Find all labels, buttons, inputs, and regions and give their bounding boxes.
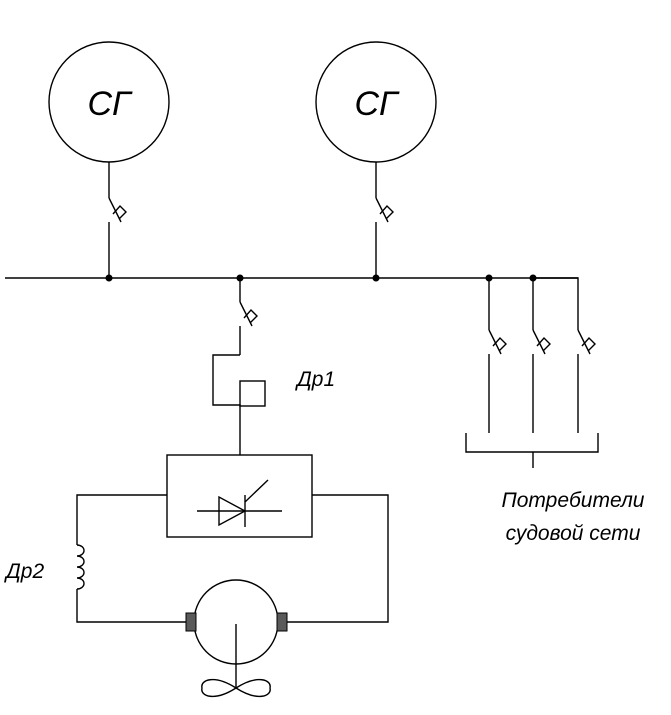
dc-motor bbox=[185, 579, 288, 697]
generator-1-breaker bbox=[108, 197, 127, 278]
consumers-bracket bbox=[465, 433, 599, 453]
choke-dr2-label: Др2 bbox=[4, 560, 44, 583]
thyristor-icon bbox=[218, 495, 247, 527]
generator-1: СГ bbox=[48, 41, 170, 278]
generator-2-label: СГ bbox=[354, 85, 400, 123]
choke-dr1-label: Др1 bbox=[295, 368, 335, 391]
inductor-coil-icon bbox=[76, 544, 85, 590]
thyristor-converter bbox=[166, 454, 313, 538]
consumer-feeders bbox=[465, 277, 599, 468]
choke-dr2: Др2 bbox=[4, 544, 85, 590]
generator-1-label: СГ bbox=[87, 85, 133, 123]
choke-dr1-symbol bbox=[239, 380, 266, 407]
motor-brush-right bbox=[276, 612, 288, 632]
generator-2-breaker bbox=[375, 197, 394, 278]
fan-propeller-icon bbox=[201, 679, 271, 697]
converter-block bbox=[166, 454, 313, 538]
motor-brush-left bbox=[185, 612, 197, 632]
choke-dr1: Др1 bbox=[212, 354, 335, 455]
consumers-label-line1: Потребители bbox=[501, 489, 644, 512]
drive-feeder-breaker bbox=[239, 278, 258, 355]
generator-2: СГ bbox=[315, 41, 437, 278]
consumers-label-line2: судовой сети bbox=[506, 522, 641, 545]
